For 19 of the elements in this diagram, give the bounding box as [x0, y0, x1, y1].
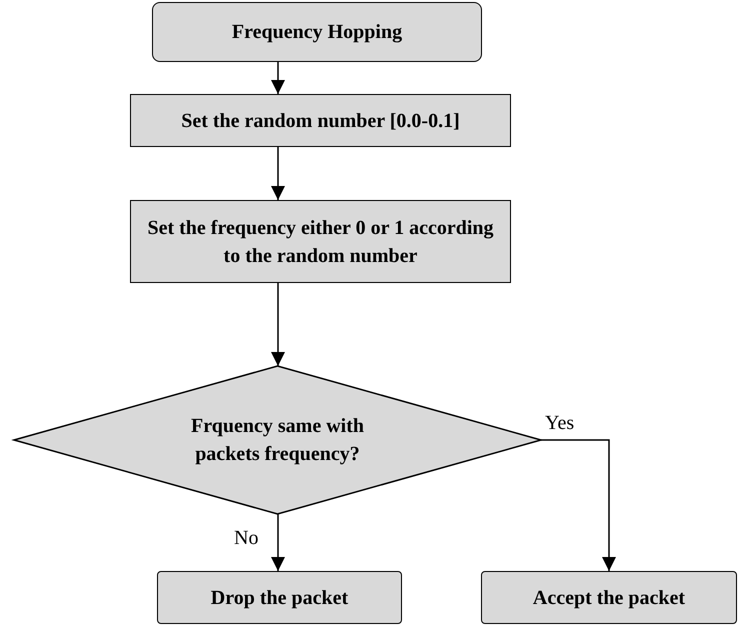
process-box — [152, 2, 482, 62]
node-text: Drop the packet — [210, 586, 348, 610]
node-text: Set the frequency either 0 or 1 according to the random number — [146, 216, 495, 268]
edge-label: Yes — [545, 413, 574, 433]
node-text: Frequency Hopping — [232, 20, 402, 45]
arrow — [271, 514, 285, 571]
node-text: Frquency same with packets frequency? — [190, 414, 365, 467]
process-box — [481, 571, 737, 624]
arrow — [271, 283, 285, 366]
arrow — [271, 147, 285, 200]
node-text: Accept the packet — [532, 586, 686, 610]
process-box — [130, 94, 511, 147]
decision-diamond — [14, 366, 541, 514]
arrow — [541, 439, 616, 571]
node-text: Set the random number [0.0-0.1] — [181, 108, 460, 134]
arrow — [271, 62, 285, 94]
process-box — [130, 200, 511, 283]
edge-label: No — [234, 528, 258, 548]
process-box — [157, 571, 402, 624]
